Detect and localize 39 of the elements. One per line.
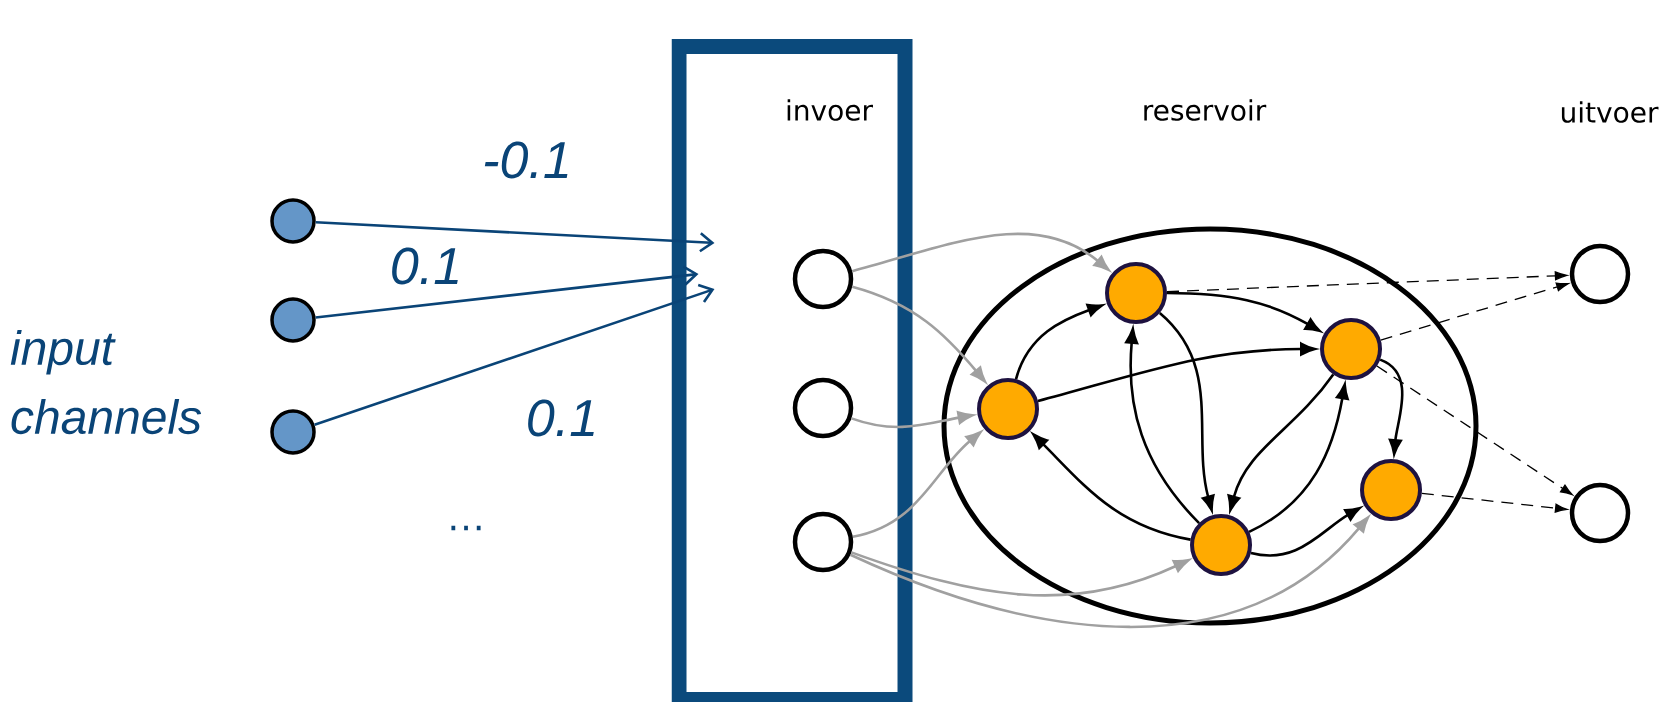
- heading: reservoir: [1144, 99, 1267, 121]
- arrow: [851, 232, 1110, 273]
- heading: invoer: [787, 99, 873, 121]
- edge-label: 0.1: [524, 398, 600, 438]
- column-heading: uitvoer: [1561, 101, 1659, 123]
- neuron-circle: [792, 377, 854, 439]
- reservoir-neuron: [1190, 514, 1252, 576]
- arrow: [1379, 358, 1404, 456]
- reservoir-neuron: [1105, 262, 1167, 324]
- arrow: [1032, 433, 1191, 541]
- arrow: [1158, 312, 1215, 512]
- neuron-circle: [1569, 243, 1631, 305]
- arrow: [1421, 492, 1568, 513]
- ellipsis: …: [451, 525, 481, 531]
- arrow: [1166, 271, 1568, 293]
- arrow: [1125, 327, 1201, 524]
- channel-label: input channels: [10, 329, 202, 435]
- reservoir-neuron: [977, 378, 1039, 440]
- arrow: [315, 220, 715, 253]
- input-channel-dot: [270, 198, 316, 244]
- arrow: [314, 283, 715, 426]
- arrow: [1376, 365, 1573, 496]
- input-channel-dot: [270, 409, 316, 455]
- arrow: [1014, 303, 1104, 380]
- arrow: [1167, 291, 1321, 333]
- neuron-circle: [792, 248, 854, 310]
- reservoir-neuron: [1360, 459, 1422, 521]
- neuron-circle: [792, 511, 854, 573]
- neuron-circle: [1569, 482, 1631, 544]
- arrow: [849, 516, 1369, 629]
- arrow: [315, 265, 699, 319]
- arrow: [851, 551, 1190, 597]
- input-channel-dot: [270, 297, 316, 343]
- arrow: [851, 285, 986, 383]
- arrow: [1380, 282, 1569, 341]
- arrow: [852, 431, 982, 539]
- reservoir-neuron: [1320, 318, 1382, 380]
- edge-label: -0.1: [481, 140, 573, 180]
- edge-label: 0.1: [388, 246, 464, 286]
